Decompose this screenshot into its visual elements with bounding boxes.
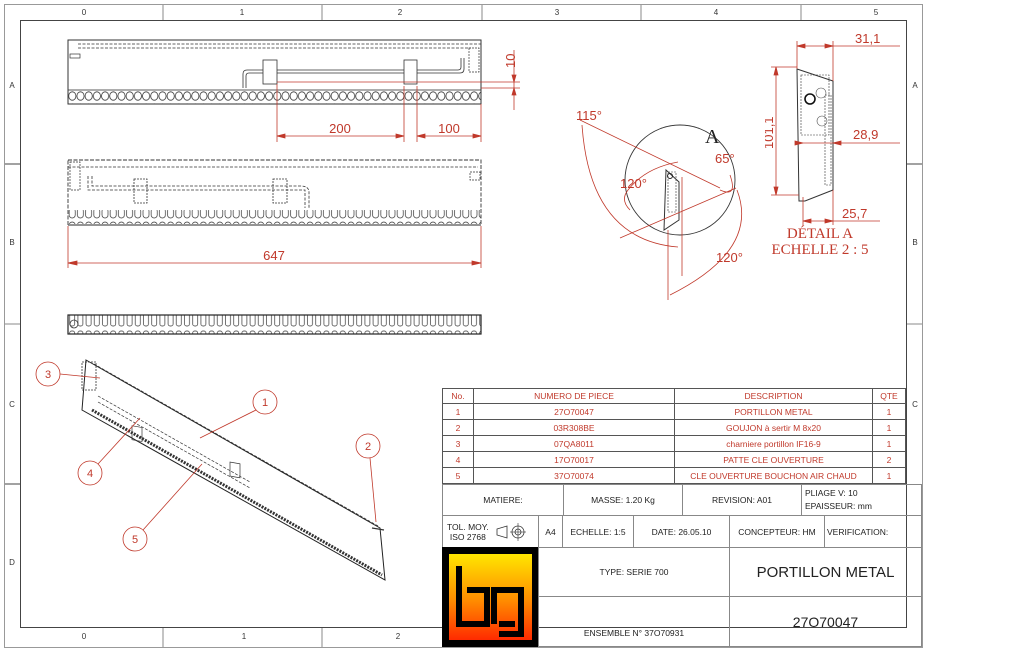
bom-row-5-qty: 1 [872, 467, 906, 484]
bom-row-3-no: 3 [442, 435, 474, 452]
bom-row-1-desc: PORTILLON METAL [674, 403, 873, 420]
verification-field: VERIFICATION: [824, 515, 922, 548]
company-logo [442, 547, 539, 647]
zone-bottom-col-2: 2 [395, 632, 401, 641]
detail-a-scale: ECHELLE 2 : 5 [771, 242, 869, 258]
front-view: 647 [67, 159, 482, 268]
angle-65: 65° [715, 151, 735, 166]
bg-logo-icon [456, 566, 524, 637]
tolerance-line2: ISO 2768 [449, 531, 486, 542]
bom-row-5-desc: CLE OUVERTURE BOUCHON AIR CHAUD [674, 467, 873, 484]
bom-row-4-part: 17O70017 [473, 451, 675, 468]
dim-100: 100 [438, 121, 460, 136]
pliage-value: PLIAGE V: 10 [805, 488, 858, 498]
format-field: A4 [538, 515, 563, 548]
detail-a-caption: DÉTAIL A ECHELLE 2 : 5 [760, 226, 880, 258]
isometric-view: 3 1 2 4 5 [35, 359, 386, 581]
bom-row-2-desc: GOUJON à sertir M 8x20 [674, 419, 873, 436]
pliage-field: PLIAGE V: 10 EPAISSEUR: mm [801, 484, 922, 516]
dim-200: 200 [329, 121, 351, 136]
dim-28-9: 28,9 [853, 127, 878, 142]
angle-115: 115° [576, 108, 602, 123]
zone-row-c-right: C [912, 400, 918, 409]
bom-row-4-no: 4 [442, 451, 474, 468]
bom-row-5-part: 37O70074 [473, 467, 675, 484]
projection-symbol-icon [496, 522, 526, 541]
tolerance-line1: TOL. MOY. [447, 521, 489, 532]
dim-647: 647 [263, 248, 285, 263]
bottom-view [67, 314, 482, 335]
concepteur-field: CONCEPTEUR: HM [729, 515, 825, 548]
angle-120-bottom: 120° [716, 250, 743, 265]
bom-header-qty: QTE [872, 388, 906, 404]
zone-row-c: C [9, 400, 15, 409]
top-view: 200 100 10 [67, 39, 520, 142]
zone-row-b: B [9, 238, 15, 247]
drawing-title: PORTILLON METAL [729, 547, 922, 597]
bom-header-desc: DESCRIPTION [674, 388, 873, 404]
angle-120-left: 120° [620, 176, 647, 191]
bom-row-2-no: 2 [442, 419, 474, 436]
zone-row-a: A [9, 81, 15, 90]
type-field: TYPE: SERIE 700 [538, 547, 730, 597]
bom-row-2-qty: 1 [872, 419, 906, 436]
dim-101-1: 101,1 [765, 116, 776, 149]
zone-row-a-right: A [912, 81, 918, 90]
bom-row-4-desc: PATTE CLE OUVERTURE [674, 451, 873, 468]
angle-view: 115° 120° 65° 120° A [576, 108, 743, 300]
zone-bottom-col-0: 0 [81, 632, 87, 641]
tolerance-field: TOL. MOY. ISO 2768 [442, 515, 539, 548]
detail-a-title: DÉTAIL A [786, 226, 854, 242]
balloon-4: 4 [87, 468, 93, 480]
zone-row-d: D [9, 558, 15, 567]
detail-a-view: 31,1 101,1 28,9 25,7 [765, 31, 900, 225]
zone-col-5: 5 [873, 8, 879, 17]
echelle-field: ECHELLE: 1:5 [562, 515, 634, 548]
bom-header-no: No. [442, 388, 474, 404]
zone-col-3: 3 [554, 8, 560, 17]
dim-25-7: 25,7 [842, 206, 867, 221]
balloon-2: 2 [365, 441, 371, 453]
balloon-1: 1 [262, 397, 268, 409]
dim-31-1: 31,1 [855, 31, 880, 46]
ensemble-field: ENSEMBLE N° 37O70931 [538, 596, 730, 647]
masse-field: MASSE: 1.20 Kg [563, 484, 683, 516]
zone-col-2: 2 [397, 8, 403, 17]
epaisseur-value: EPAISSEUR: mm [805, 501, 872, 511]
bom-row-1-qty: 1 [872, 403, 906, 420]
bom-row-5-no: 5 [442, 467, 474, 484]
balloon-5: 5 [132, 534, 138, 546]
matiere-field: MATIERE: [442, 484, 564, 516]
view-label-a: A [705, 126, 720, 148]
bom-header-part: NUMERO DE PIECE [473, 388, 675, 404]
zone-bottom-col-1: 1 [241, 632, 247, 641]
dim-10: 10 [503, 54, 518, 68]
date-field: DATE: 26.05.10 [633, 515, 730, 548]
zone-row-b-right: B [912, 238, 918, 247]
revision-field: REVISION: A01 [682, 484, 802, 516]
balloon-3: 3 [45, 369, 51, 381]
bom-row-2-part: 03R308BE [473, 419, 675, 436]
bom-row-3-part: 07QA8011 [473, 435, 675, 452]
zone-col-0: 0 [81, 8, 87, 17]
zone-col-1: 1 [239, 8, 245, 17]
bom-row-1-no: 1 [442, 403, 474, 420]
zone-col-4: 4 [713, 8, 719, 17]
bom-row-3-qty: 1 [872, 435, 906, 452]
bom-row-4-qty: 2 [872, 451, 906, 468]
drawing-part-number: 27O70047 [729, 596, 922, 647]
bom-row-3-desc: charniere portillon IF16-9 [674, 435, 873, 452]
bom-row-1-part: 27O70047 [473, 403, 675, 420]
